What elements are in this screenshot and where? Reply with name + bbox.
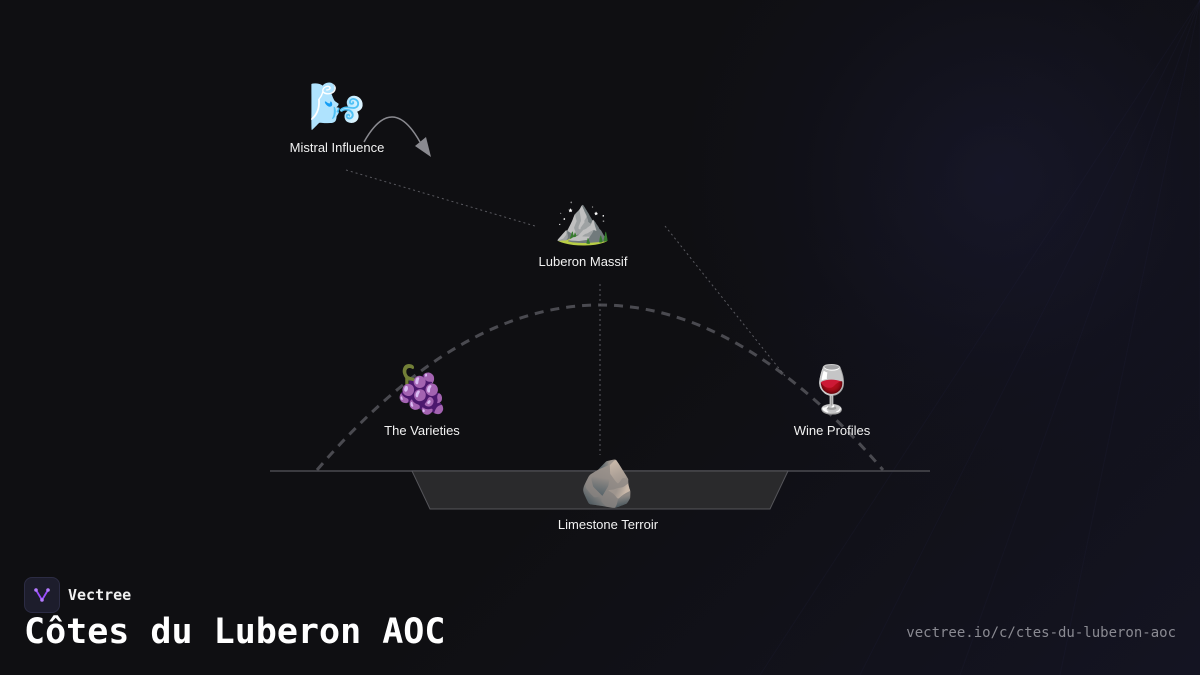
node-the-varieties: 🍇 The Varieties xyxy=(322,361,522,438)
rock-icon: 🪨 xyxy=(579,457,637,509)
mountain-icon: ⛰️ xyxy=(554,194,612,246)
wind-arrow-head xyxy=(415,137,431,157)
vectree-logo-icon xyxy=(24,577,60,613)
grapes-icon: 🍇 xyxy=(393,363,451,415)
node-label: Luberon Massif xyxy=(538,254,628,269)
wind-arrow xyxy=(363,116,421,143)
wind-face-icon: 🌬️ xyxy=(308,80,366,132)
node-mistral-influence: 🌬️ Mistral Influence xyxy=(237,78,437,155)
node-luberon-massif: ⛰️ Luberon Massif xyxy=(483,192,683,269)
wine-glass-icon: 🍷 xyxy=(803,363,861,415)
node-limestone-terroir: 🪨 Limestone Terroir xyxy=(508,455,708,532)
page-url[interactable]: vectree.io/c/ctes-du-luberon-aoc xyxy=(906,625,1176,641)
connector-massif-profiles xyxy=(664,225,786,377)
node-label: Mistral Influence xyxy=(289,140,385,155)
node-label: Limestone Terroir xyxy=(557,517,659,532)
node-label: Wine Profiles xyxy=(793,423,871,438)
limestone-base xyxy=(411,470,789,510)
page-title: Côtes du Luberon AOC xyxy=(24,612,446,652)
brand-name: Vectree xyxy=(68,586,132,604)
node-label: The Varieties xyxy=(384,423,460,438)
node-wine-profiles: 🍷 Wine Profiles xyxy=(732,361,932,438)
brand[interactable]: Vectree xyxy=(24,577,131,613)
